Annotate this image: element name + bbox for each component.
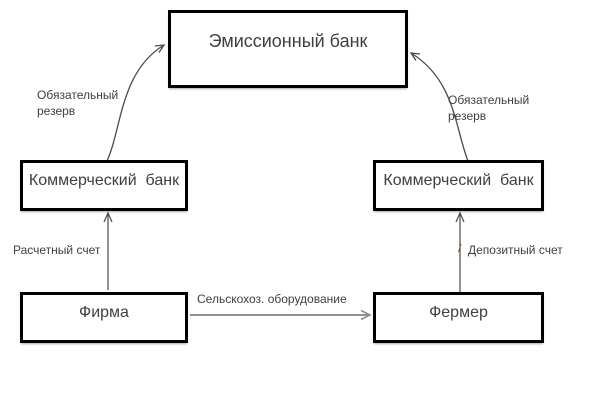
node-emission-bank: Эмиссионный банк [168,10,408,88]
node-commercial-bank-left: Коммерческий банк [20,160,188,211]
equipment-arrowhead [360,309,372,321]
reserve-right-arrowhead [409,52,421,61]
deposit-account-label: Депозитный счет [468,243,563,257]
node-commercial-bank-right-label: Коммерческий банк [383,172,534,189]
node-emission-bank-label: Эмиссионный банк [208,30,368,51]
reserve-left-arrow [106,44,165,162]
settlement-account-label: Расчетный счет [13,243,101,257]
reserve-right-arrow [410,52,469,162]
reserve-left-label: Обязательный резерв [37,88,119,118]
node-commercial-bank-right: Коммерческий банк [373,160,544,211]
node-firm-label: Фирма [79,304,129,321]
reserve-right-label: Обязательный резерв [448,93,530,123]
node-farmer-label: Фермер [429,304,488,321]
deposit-arrowhead [455,211,465,223]
equipment-label: Сельскохоз. оборудование [197,292,347,306]
settlement-arrowhead [103,211,113,223]
artifact-mark [457,243,462,253]
node-firm: Фирма [20,292,188,343]
reserve-left-arrowhead [154,44,166,53]
node-commercial-bank-left-label: Коммерческий банк [28,172,180,189]
node-farmer: Фермер [373,292,544,343]
